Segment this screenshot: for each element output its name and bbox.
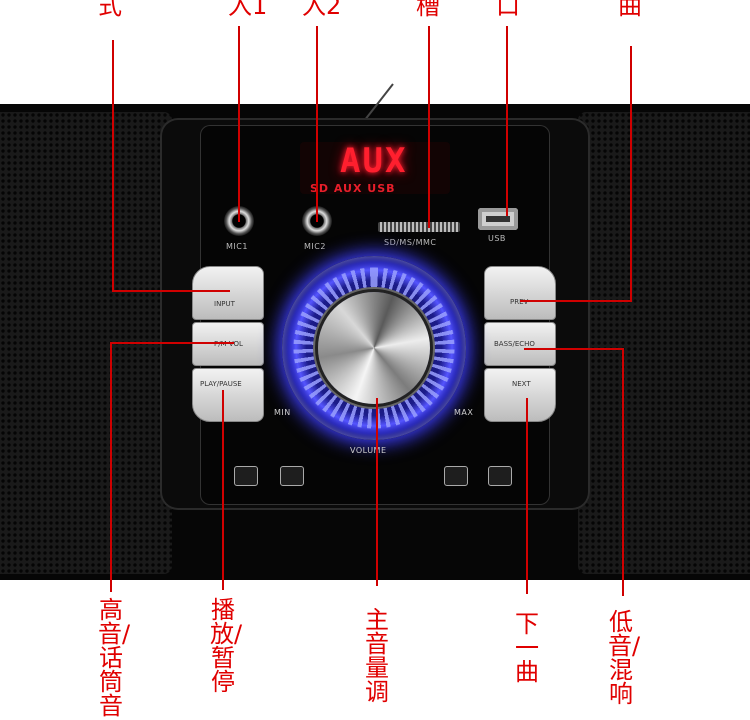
callout-line-volume [376, 398, 378, 586]
display-mode-indicators: SD AUX USB [310, 182, 396, 195]
next-button-label: NEXT [512, 380, 531, 388]
callout-line-treble [110, 342, 112, 592]
bass-echo-button[interactable] [484, 322, 556, 366]
input-button-label: INPUT [214, 300, 235, 308]
usb-speed-logo-icon [280, 466, 304, 486]
callout-line-usb [506, 26, 508, 216]
volume-knob[interactable] [318, 292, 430, 404]
annotation-bass-echo: 低音/混响 [608, 608, 641, 708]
volume-min-label: MIN [274, 408, 291, 417]
bluetooth-logo-icon [488, 466, 512, 486]
volume-max-label: MAX [454, 408, 474, 417]
annotation-master-volume: 主音量调 [365, 606, 389, 706]
callout-line-mic1 [238, 26, 240, 222]
card-slot-label: SD/MS/MMC [384, 238, 437, 247]
lcd-text: AUX [340, 141, 408, 181]
callout-line-mic2 [316, 26, 318, 222]
callout-line-slot [428, 26, 430, 228]
bass-echo-button-label: BASS/ECHO [494, 340, 535, 348]
annotation-top-prev: 曲 [618, 0, 642, 20]
volume-label: VOLUME [350, 446, 387, 455]
right-speaker-grille [578, 112, 750, 574]
mic2-label: MIC2 [304, 242, 326, 251]
annotation-top-mic1: 入1 [228, 0, 268, 20]
annotation-top-usb: 口 [496, 0, 520, 20]
callout-line-prev [630, 46, 632, 302]
callout-line-bass [622, 348, 624, 596]
next-button[interactable] [484, 368, 556, 422]
sd-logo-icon [234, 466, 258, 486]
callout-line-treble-h [110, 342, 234, 344]
annotation-top-slot: 槽 [416, 0, 440, 20]
annotation-top-mic2: 入2 [302, 0, 342, 20]
play-pause-button[interactable] [192, 368, 264, 422]
prev-button[interactable] [484, 266, 556, 320]
annotation-treble-mic: 高音/话筒音 [98, 596, 131, 720]
play-pause-button-label: PLAY/PAUSE [200, 380, 242, 388]
amplifier-logo-icon [444, 466, 468, 486]
usb-port[interactable] [478, 208, 518, 230]
callout-line-prev-h [520, 300, 632, 302]
annotation-play-pause: 播放/暂停 [210, 596, 243, 696]
callout-line-play [222, 390, 224, 590]
callout-line-bass-h [524, 348, 624, 350]
annotation-top-mode: 式 [98, 0, 122, 20]
card-slot[interactable] [378, 222, 460, 232]
prev-button-label: PREV [510, 298, 529, 306]
usb-label: USB [488, 234, 506, 243]
callout-line-mode [112, 40, 114, 292]
pm-vol-button-label: P/M VOL [214, 340, 243, 348]
lcd-display [300, 142, 450, 194]
annotation-next-track: 下一曲 [515, 610, 539, 686]
pm-vol-button[interactable] [192, 322, 264, 366]
mic1-label: MIC1 [226, 242, 248, 251]
callout-line-mode-h [112, 290, 230, 292]
callout-line-next [526, 398, 528, 594]
input-button[interactable] [192, 266, 264, 320]
